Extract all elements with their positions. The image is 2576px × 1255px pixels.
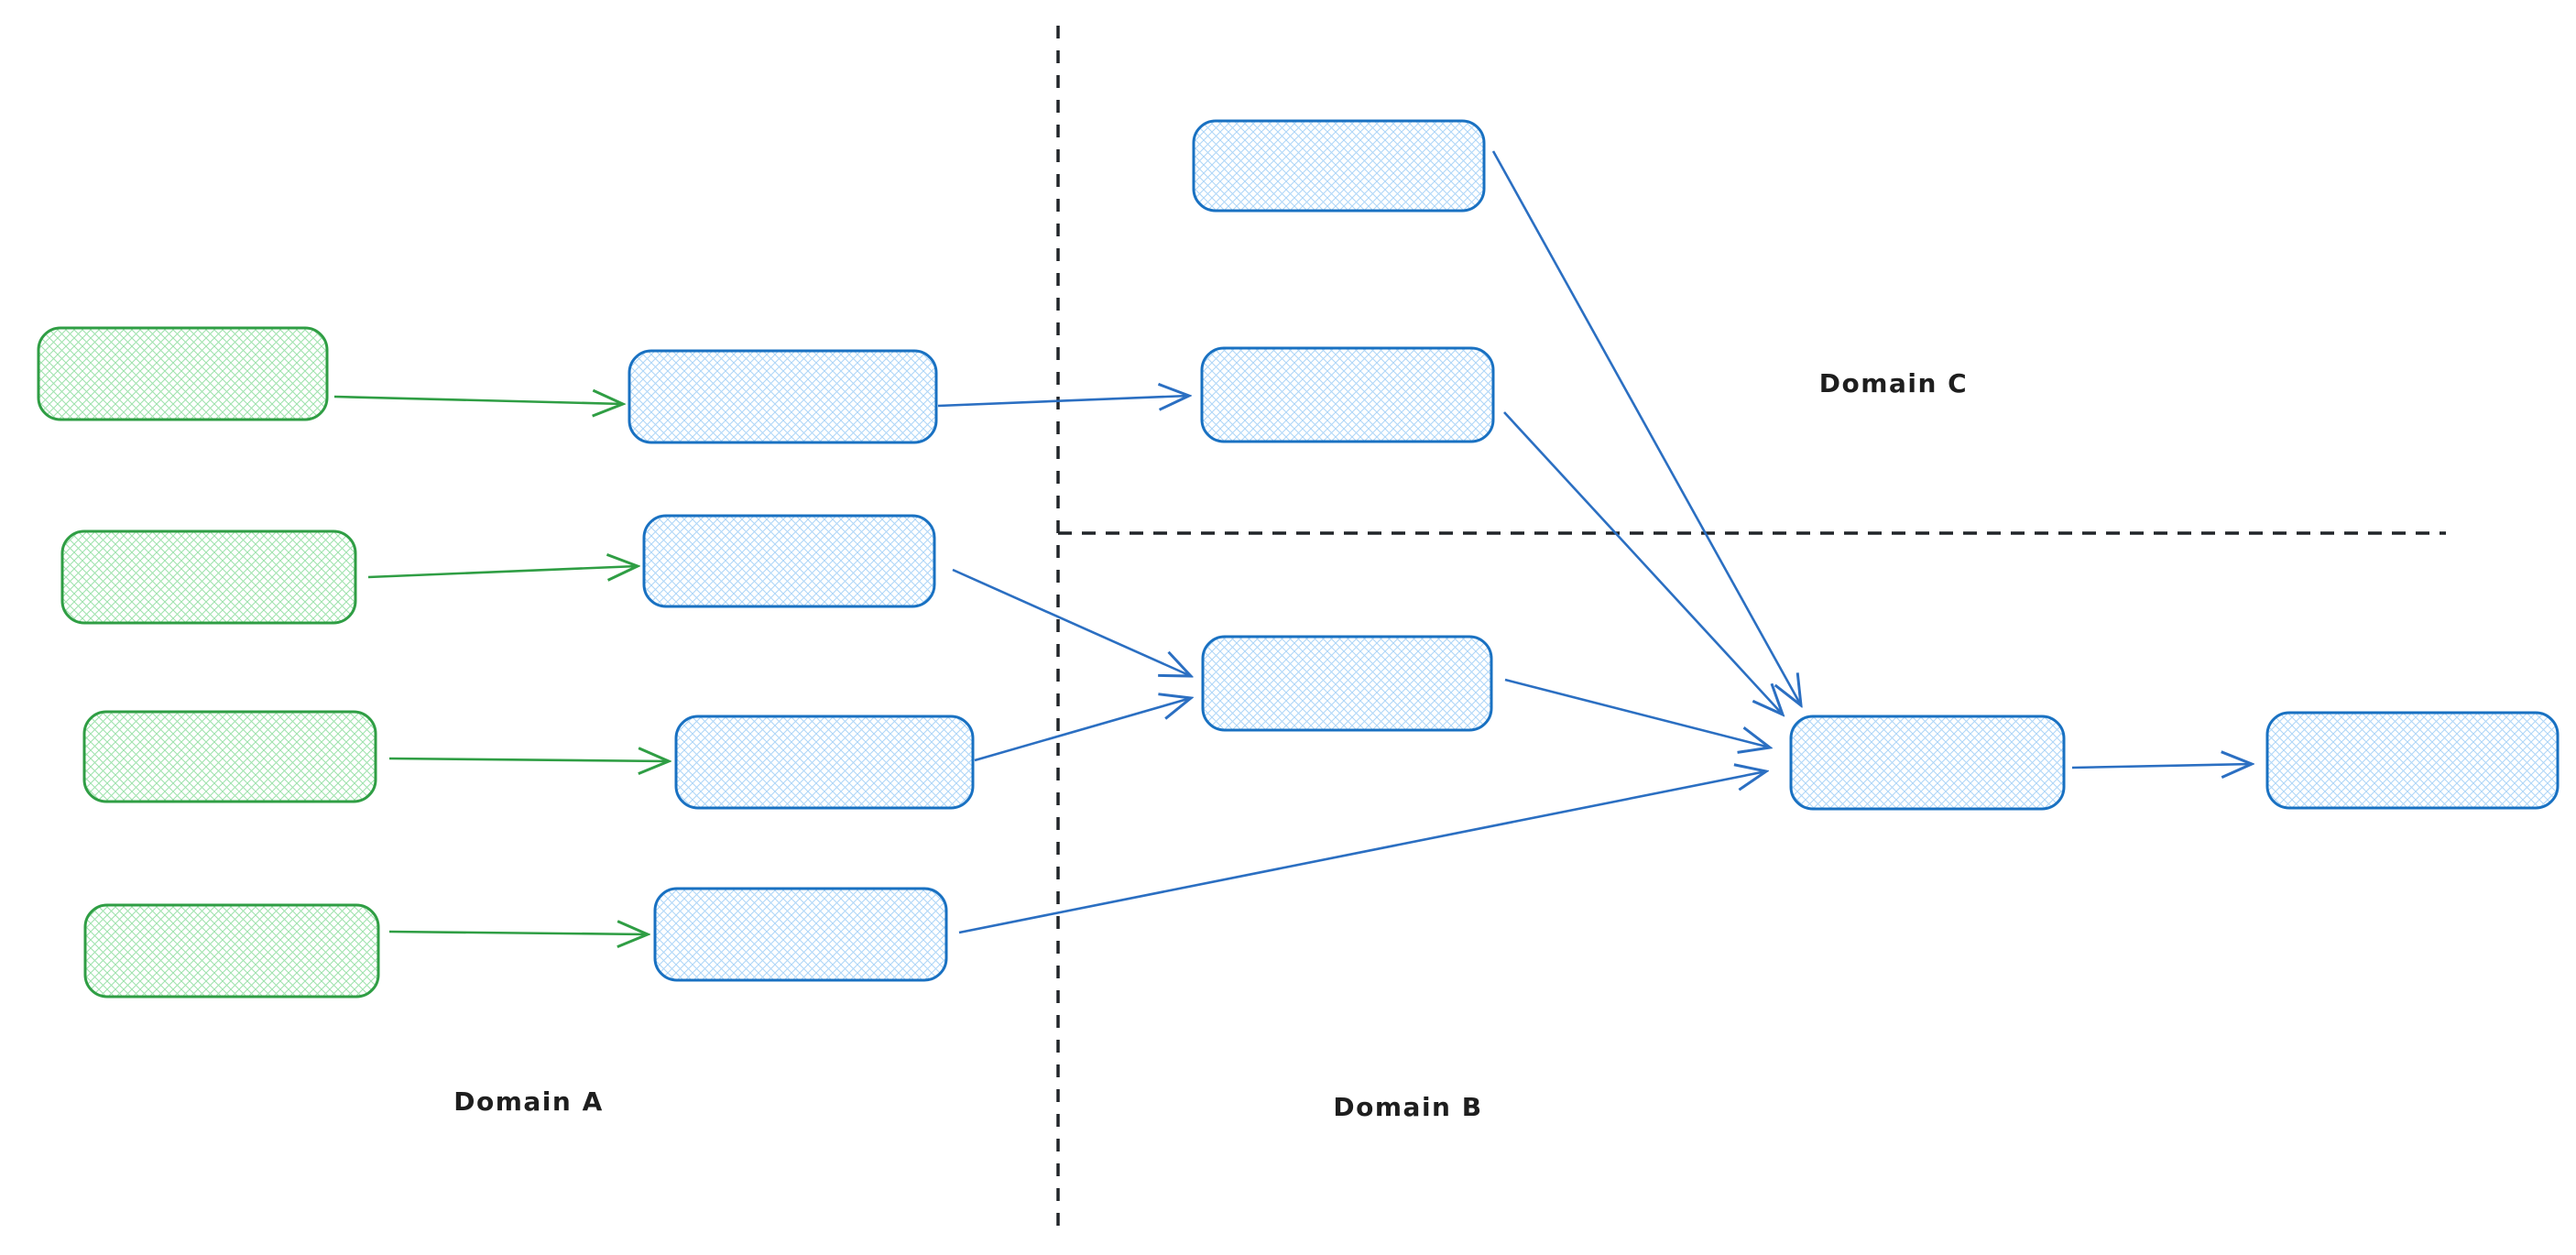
edge-green3-to-mid3 — [388, 758, 669, 761]
edge-mid2-to-blow — [952, 568, 1191, 676]
edge-bmid-to-converge — [1503, 411, 1783, 715]
node-b-mid — [1200, 346, 1495, 443]
node-mid-1 — [628, 349, 938, 444]
node-green-2 — [60, 529, 357, 625]
node-converge — [1789, 715, 2066, 811]
node-b-top — [1192, 119, 1486, 213]
edge-mid1-to-bmid — [937, 396, 1189, 406]
edge-green2-to-mid2 — [367, 566, 638, 577]
node-green-3 — [82, 710, 377, 803]
node-mid-4 — [653, 887, 948, 982]
label-domain-b: Domain B — [1333, 1092, 1482, 1122]
node-mid-2 — [642, 514, 936, 608]
label-domain-c: Domain C — [1819, 368, 1968, 398]
edge-green4-to-mid4 — [388, 932, 648, 934]
edge-converge-to-final — [2071, 764, 2252, 768]
node-green-1 — [37, 326, 329, 421]
edge-green1-to-mid1 — [333, 397, 623, 404]
node-b-low — [1201, 635, 1493, 732]
edge-btop-to-converge — [1491, 150, 1801, 705]
node-final — [2265, 711, 2560, 810]
node-green-4 — [83, 903, 380, 999]
node-mid-3 — [674, 715, 975, 810]
edge-mid4-to-converge — [958, 771, 1766, 934]
label-domain-a: Domain A — [453, 1086, 604, 1117]
edge-blow-to-converge — [1504, 678, 1770, 748]
edge-mid3-to-blow — [974, 698, 1191, 762]
